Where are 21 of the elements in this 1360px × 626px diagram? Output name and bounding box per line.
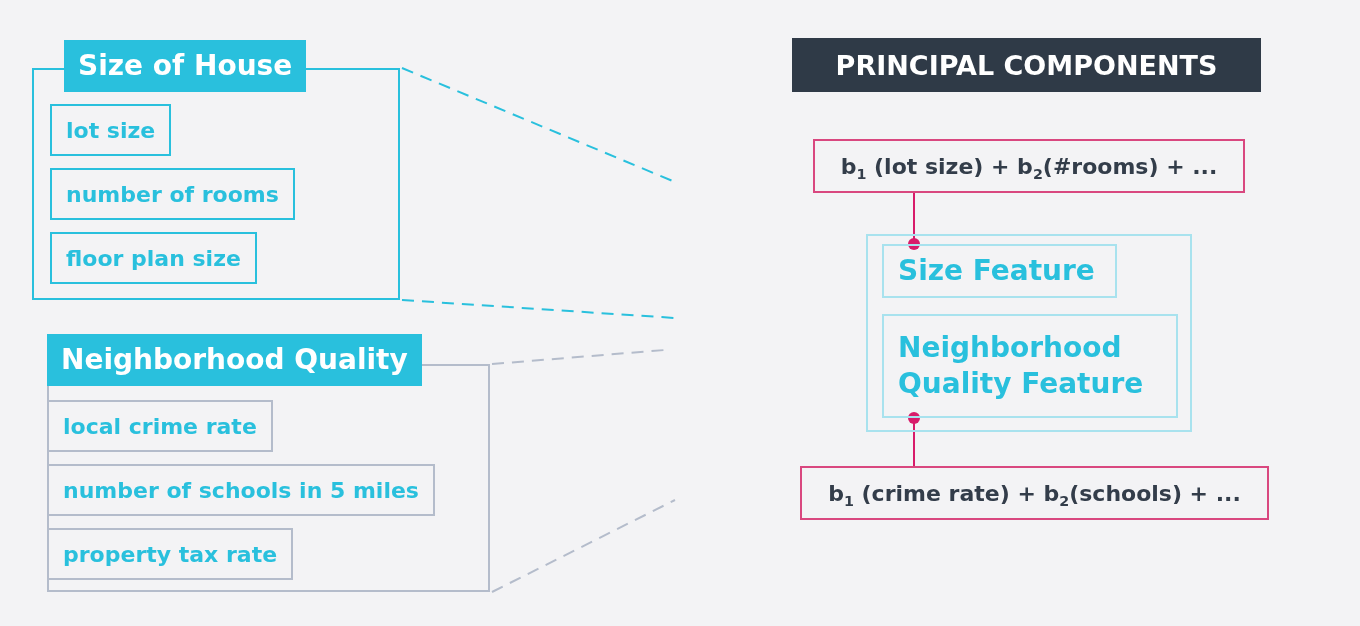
projection-line (491, 499, 676, 593)
feature-label: floor plan size (50, 232, 257, 284)
box-shape (866, 234, 1192, 432)
connector-line (908, 192, 920, 250)
projection-line (491, 349, 666, 365)
feature-label: property tax rate (47, 528, 294, 580)
group-heading: Neighborhood Quality (47, 334, 422, 386)
feature-label: number of rooms (50, 168, 295, 220)
group-box (32, 40, 400, 300)
formula-box: b$_{1}$ (lot size) + b$_{2}$(#rooms) + ... (813, 139, 1245, 193)
feature-box: Neighborhood Quality Feature (882, 314, 1178, 418)
feature-label: lot size (50, 104, 172, 156)
group-heading: Size of House (64, 40, 307, 92)
feature-box: Size Feature (882, 244, 1117, 298)
connector-line (908, 412, 920, 467)
feature-label: local crime rate (47, 400, 273, 452)
formula-box: b$_{1}$ (crime rate) + b$_{2}$(schools) + ... (800, 466, 1269, 520)
title-banner: PRINCIPAL COMPONENTS (792, 38, 1261, 92)
group-box (47, 334, 490, 592)
projection-line (401, 299, 676, 319)
feature-label: number of schools in 5 miles (47, 464, 435, 516)
